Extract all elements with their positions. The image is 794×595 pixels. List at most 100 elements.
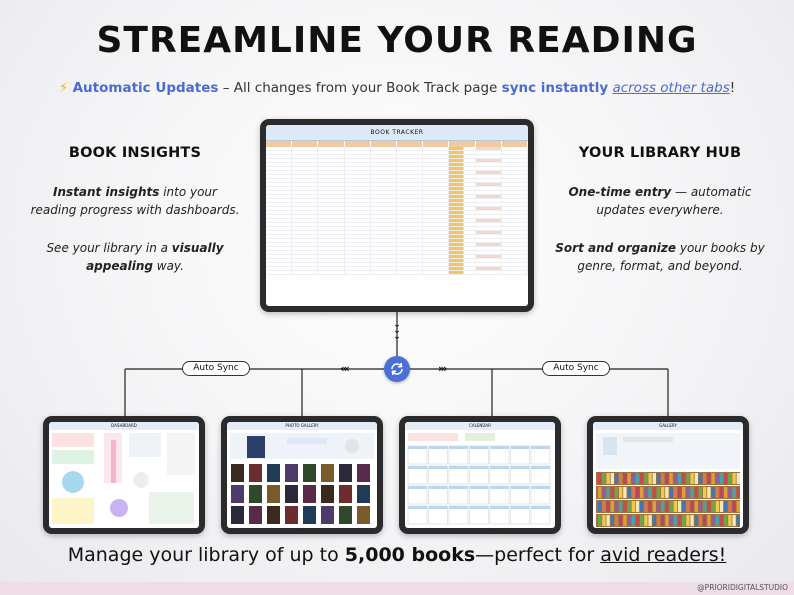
book-spine	[610, 501, 614, 512]
table-row	[266, 179, 528, 183]
book-tracker-rows	[266, 147, 528, 306]
book-spine	[619, 473, 623, 484]
dashboard-screen: DASHBOARD	[49, 422, 199, 528]
book-spine	[614, 515, 619, 526]
book-spine	[606, 501, 610, 512]
table-row	[266, 175, 528, 179]
book-spine	[640, 473, 644, 484]
book-cover	[303, 464, 316, 482]
book-spine	[648, 487, 652, 498]
book-insights-rest-1: into your reading progress with dashboar…	[30, 185, 240, 217]
calendar-cell-header	[531, 486, 550, 489]
book-spine	[728, 487, 732, 498]
book-spine	[602, 487, 606, 498]
table-row	[266, 159, 528, 163]
library-hub-text-2: Sort and organize your books by genre, f…	[555, 239, 765, 275]
table-row	[266, 147, 528, 151]
book-spine	[665, 515, 669, 526]
book-spine	[690, 487, 694, 498]
footer-bar: @PRIORIDIGITALSTUDIO	[0, 582, 794, 595]
book-insights-bold-1: Instant insights	[53, 185, 160, 199]
table-row	[266, 271, 528, 275]
book-spine	[673, 473, 677, 484]
book-spine	[652, 473, 656, 484]
book-spine	[732, 487, 736, 498]
book-spine	[690, 473, 694, 484]
book-spine	[715, 501, 719, 512]
book-spine	[648, 501, 652, 512]
table-row	[266, 167, 528, 171]
library-hub-rest-2: your books by genre, format, and beyond.	[577, 241, 765, 273]
library-hub-panel: YOUR LIBRARY HUB One-time entry — automa…	[555, 145, 765, 295]
book-spine	[656, 515, 661, 526]
book-spine	[614, 487, 619, 498]
table-row	[266, 163, 528, 167]
book-cover	[303, 506, 316, 524]
calendar-cell-header	[510, 486, 530, 489]
book-spine	[606, 515, 610, 526]
book-spine	[711, 501, 715, 512]
book-spine	[606, 473, 610, 484]
book-spine	[677, 501, 682, 512]
book-spine	[631, 473, 635, 484]
book-spine	[694, 515, 698, 526]
calendar-cell-header	[510, 466, 530, 469]
book-spine	[610, 515, 614, 526]
book-spine	[703, 473, 707, 484]
book-insights-bold-2: visually appealing	[86, 241, 224, 273]
chevron-left-icon: «‹	[340, 362, 350, 375]
table-row	[266, 267, 528, 271]
book-insights-text-1: Instant insights into your reading progr…	[30, 183, 240, 219]
table-row	[266, 171, 528, 175]
book-spine	[724, 501, 728, 512]
book-spine	[732, 473, 736, 484]
book-cover	[231, 485, 244, 503]
calendar-cell-header	[408, 446, 427, 449]
calendar-tablet: CALENDAR	[399, 416, 561, 534]
book-cover	[357, 506, 370, 524]
book-spine	[698, 501, 703, 512]
book-spine	[661, 473, 665, 484]
table-row	[266, 215, 528, 219]
subtitle: ⚡ Automatic Updates – All changes from y…	[0, 80, 794, 96]
book-cover	[303, 485, 316, 503]
subtitle-link: across other tabs	[612, 80, 730, 96]
book-cover	[285, 485, 298, 503]
table-row	[266, 227, 528, 231]
book-spine	[665, 473, 669, 484]
calendar-cell-header	[428, 506, 448, 509]
table-row	[266, 199, 528, 203]
book-spine	[728, 515, 732, 526]
book-spine	[711, 515, 715, 526]
book-spine	[598, 487, 602, 498]
subtitle-end: !	[729, 80, 736, 96]
bottom-start: Manage your library of up to	[67, 544, 345, 566]
calendar-cell-header	[490, 486, 509, 489]
book-spine	[690, 501, 694, 512]
book-insights-heading: BOOK INSIGHTS	[68, 145, 202, 161]
book-spine	[602, 501, 606, 512]
book-spine	[698, 487, 703, 498]
book-spine	[635, 515, 640, 526]
book-spine	[707, 515, 711, 526]
book-spine	[644, 487, 648, 498]
bottom-bold: 5,000 books	[344, 544, 476, 566]
photo-gallery-title: PHOTO GALLERY	[227, 422, 377, 430]
calendar-cell-header	[408, 466, 427, 469]
book-spine	[610, 487, 614, 498]
book-cover	[357, 485, 370, 503]
book-cover	[249, 506, 262, 524]
book-spine	[627, 501, 631, 512]
table-row	[266, 219, 528, 223]
book-cover	[321, 485, 334, 503]
book-spine	[635, 473, 640, 484]
subtitle-strong: sync instantly	[501, 80, 609, 96]
book-insights-text-2: See your library in a visually appealing…	[30, 239, 240, 275]
book-spine	[669, 487, 673, 498]
calendar-cell-header	[531, 446, 550, 449]
book-spine	[631, 487, 635, 498]
book-tracker-columns	[266, 141, 528, 147]
calendar-cell-header	[408, 486, 427, 489]
book-tracker-tablet: BOOK TRACKER	[260, 119, 534, 312]
table-row	[266, 191, 528, 195]
